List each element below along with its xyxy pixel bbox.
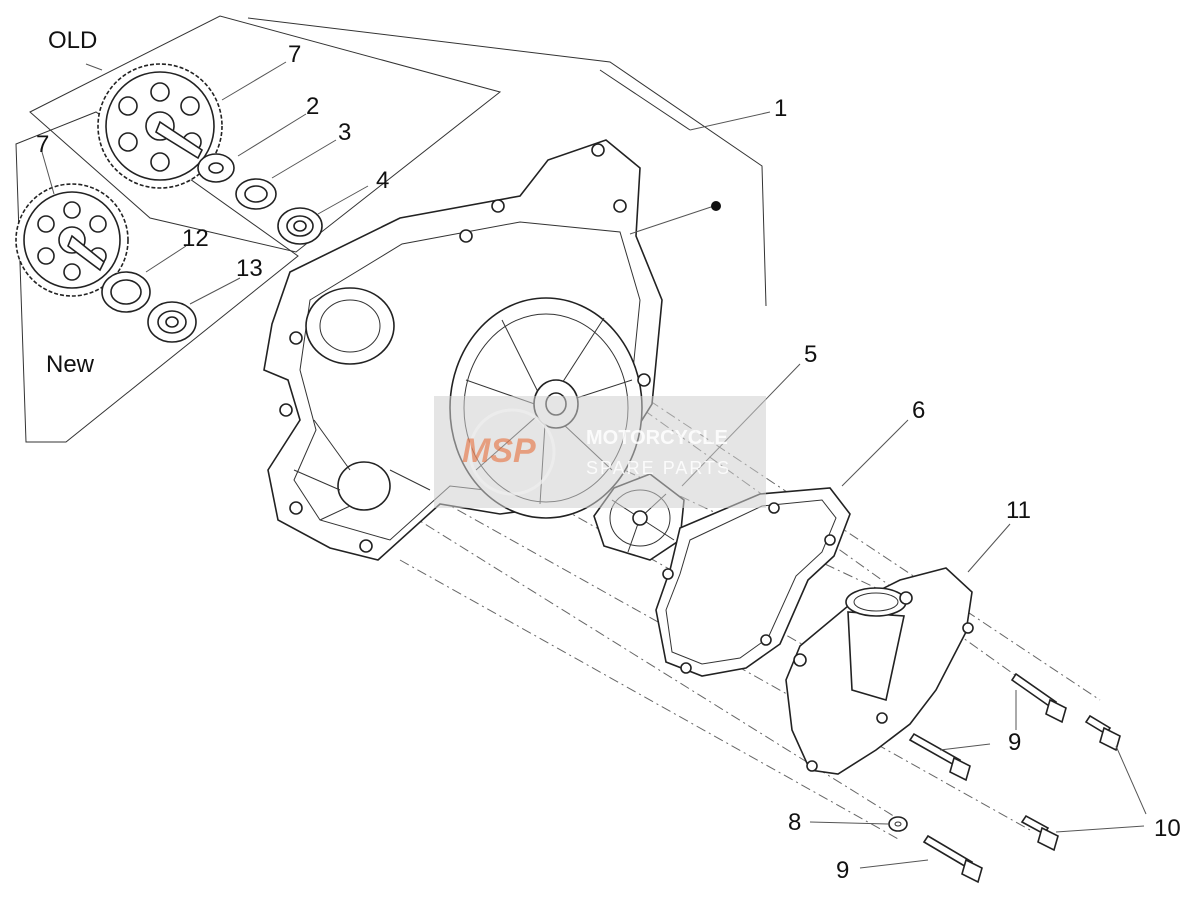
callout-9-a: 9 [1008,729,1021,756]
bolt-part-9-upper [1010,672,1067,724]
callout-5: 5 [804,341,817,368]
gasket-part-6 [655,487,851,677]
bolt-part-9-lower [922,834,983,884]
watermark-line2: SPARE PARTS [586,458,731,478]
bearing-part-13 [147,301,197,343]
assembly-bracket [247,17,767,307]
label-new: New [46,351,95,378]
new-version-panel [15,111,299,443]
old-version-panel [29,15,502,253]
callout-12: 12 [182,225,209,252]
callout-7-old: 7 [288,41,301,68]
callout-7-new: 7 [36,131,49,158]
watermark: MSP MOTORCYCLE SPARE PARTS [434,396,766,508]
washer-part-8 [888,816,908,832]
callout-3: 3 [338,119,351,146]
callout-8: 8 [788,809,801,836]
bolt-part-10-upper [1084,714,1121,752]
bolt-part-10-lower [1020,814,1059,852]
callout-13: 13 [236,255,263,282]
pump-cover-part-11 [785,567,974,775]
seal-part-12 [101,271,151,313]
seal-part-3 [235,178,277,210]
label-old: OLD [48,27,97,54]
gear-old [97,63,223,189]
watermark-line1: MOTORCYCLE [586,427,728,449]
callout-4: 4 [376,167,389,194]
bolt-part-9-middle [908,732,971,782]
callout-6: 6 [912,397,925,424]
watermark-logo: MSP [462,432,536,470]
callout-10: 10 [1154,815,1181,842]
callout-2: 2 [306,93,319,120]
reference-dot [711,201,721,211]
callout-11: 11 [1006,497,1031,524]
gear-new [15,183,129,297]
washer-part-2 [197,153,235,183]
callout-1: 1 [774,95,787,122]
callout-9-b: 9 [836,857,849,884]
bearing-part-4 [277,207,323,245]
